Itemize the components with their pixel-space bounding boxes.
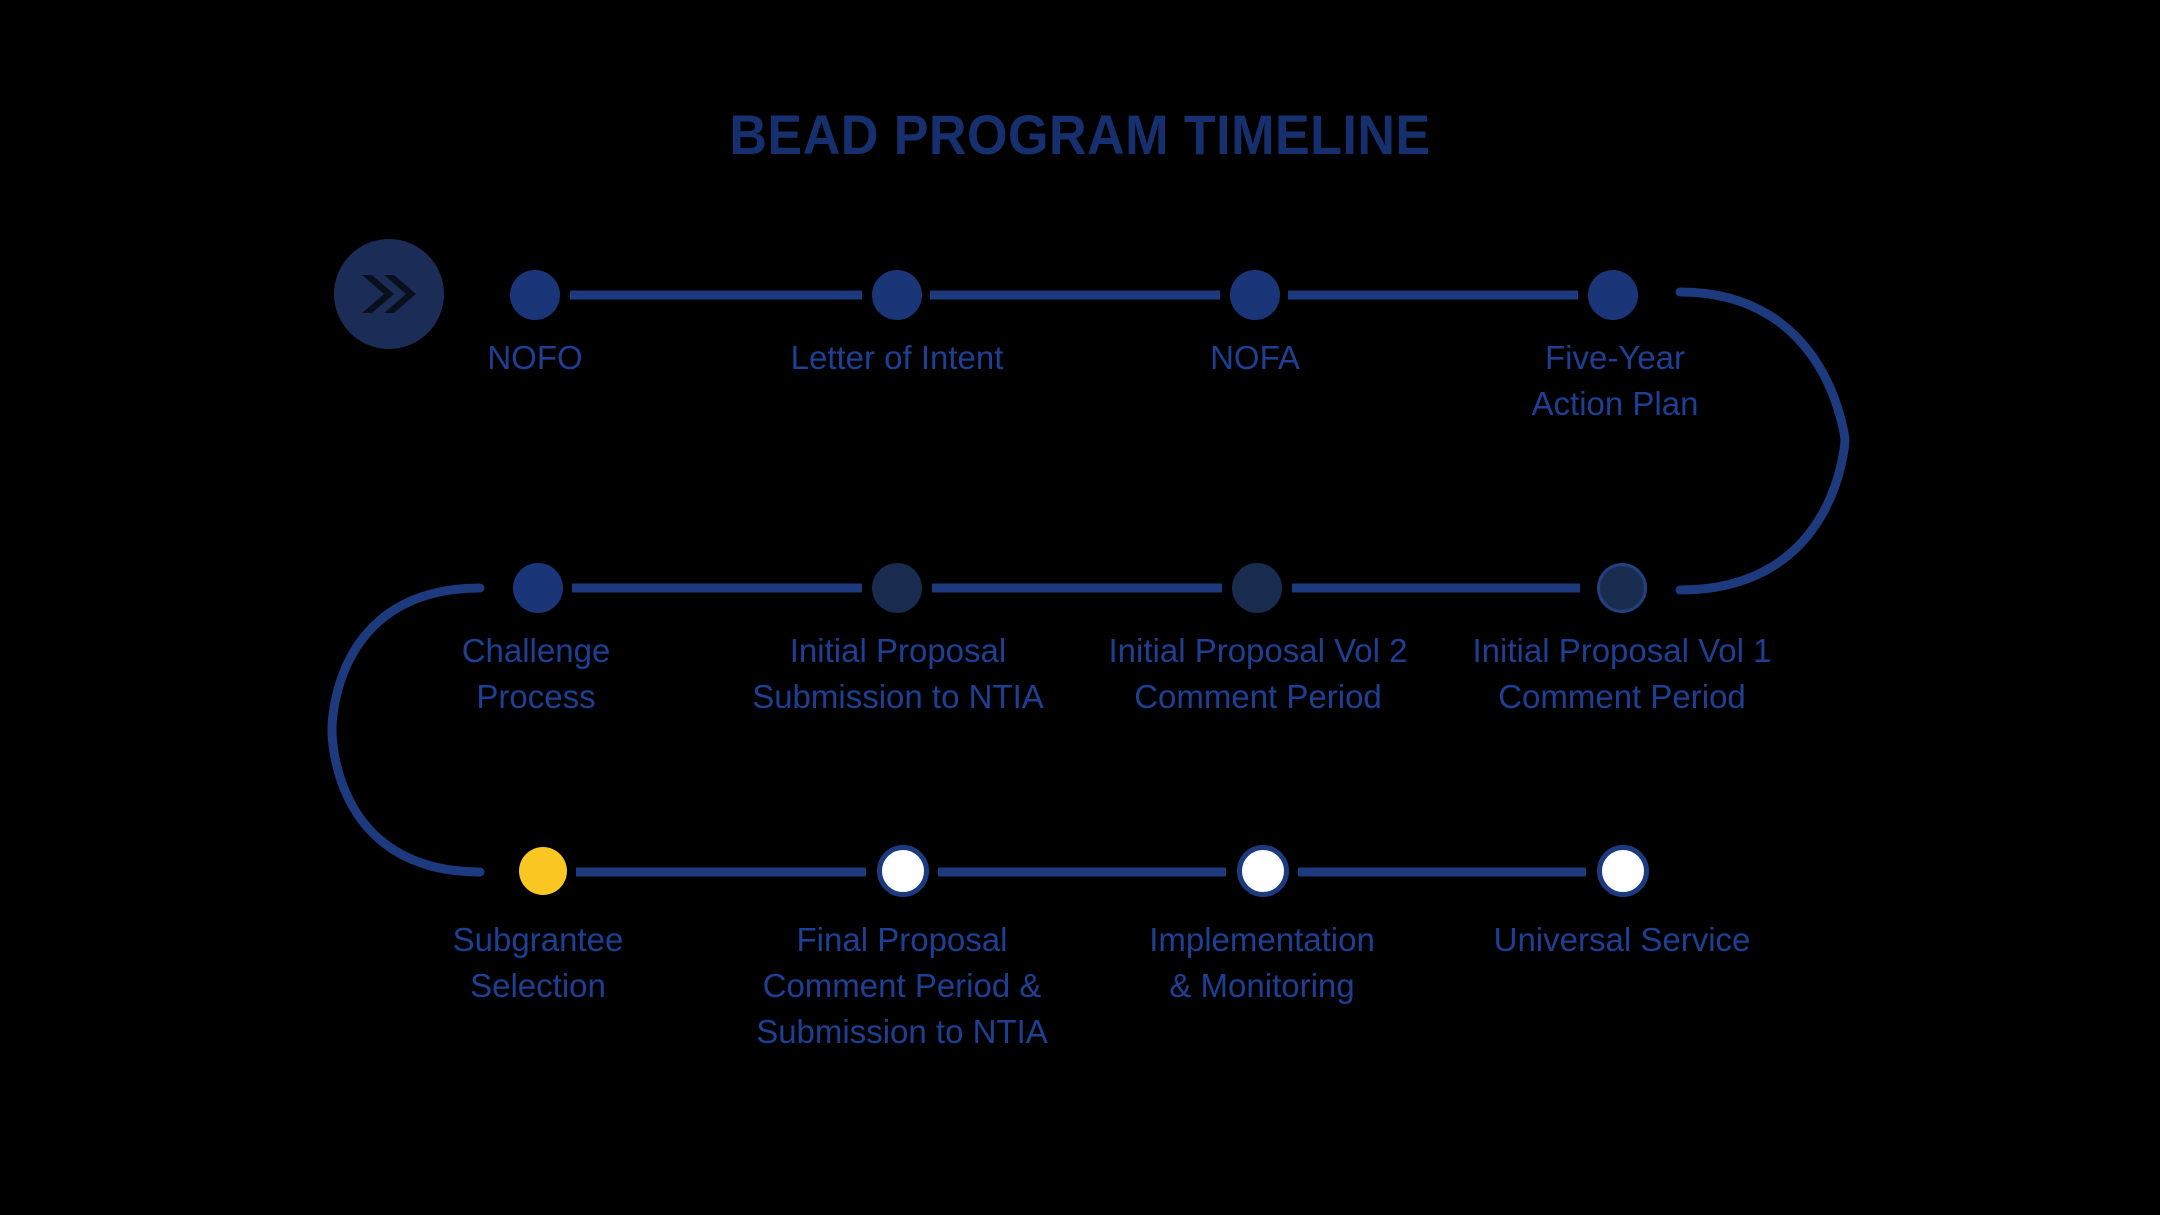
timeline-label-implementation-monitoring: Implementation & Monitoring: [1149, 921, 1375, 1004]
connector-left-uturn: [327, 583, 485, 877]
timeline-node-five-year-action-plan[interactable]: [1588, 270, 1638, 320]
timeline-node-implementation-monitoring[interactable]: [1237, 845, 1289, 897]
timeline-node-challenge-process[interactable]: [513, 563, 563, 613]
timeline-label-challenge-process: Challenge Process: [461, 632, 611, 715]
timeline-label-nofa: NOFA: [1210, 339, 1300, 376]
timeline-label-final-proposal: Final Proposal Comment Period & Submissi…: [756, 921, 1048, 1050]
timeline-node-initial-proposal-vol-1[interactable]: [1597, 563, 1647, 613]
timeline-node-letter-of-intent[interactable]: [872, 270, 922, 320]
timeline-node-initial-proposal-submission[interactable]: [872, 563, 922, 613]
timeline-label-subgrantee-selection: Subgrantee Selection: [452, 921, 624, 1004]
timeline-label-letter-of-intent: Letter of Intent: [790, 339, 1004, 376]
timeline-label-nofo: NOFO: [487, 339, 583, 376]
timeline-label-initial-proposal-vol-1: Initial Proposal Vol 1 Comment Period: [1472, 632, 1772, 715]
timeline-node-subgrantee-selection[interactable]: [519, 847, 567, 895]
timeline-label-five-year-action-plan: Five-Year Action Plan: [1531, 339, 1699, 422]
timeline-label-initial-proposal-submission: Initial Proposal Submission to NTIA: [752, 632, 1044, 715]
timeline-node-universal-service[interactable]: [1597, 845, 1649, 897]
timeline-label-initial-proposal-vol-2: Initial Proposal Vol 2 Comment Period: [1108, 632, 1408, 715]
double-chevron-right-icon: [362, 275, 416, 313]
page-title: BEAD PROGRAM TIMELINE: [729, 103, 1431, 166]
timeline-start-badge: [334, 239, 444, 349]
timeline-label-universal-service: Universal Service: [1493, 921, 1751, 958]
timeline-node-nofo[interactable]: [510, 270, 560, 320]
timeline-node-final-proposal[interactable]: [877, 845, 929, 897]
timeline-node-nofa[interactable]: [1230, 270, 1280, 320]
timeline-node-initial-proposal-vol-2[interactable]: [1232, 563, 1282, 613]
connector-right-uturn: [1675, 287, 1850, 595]
